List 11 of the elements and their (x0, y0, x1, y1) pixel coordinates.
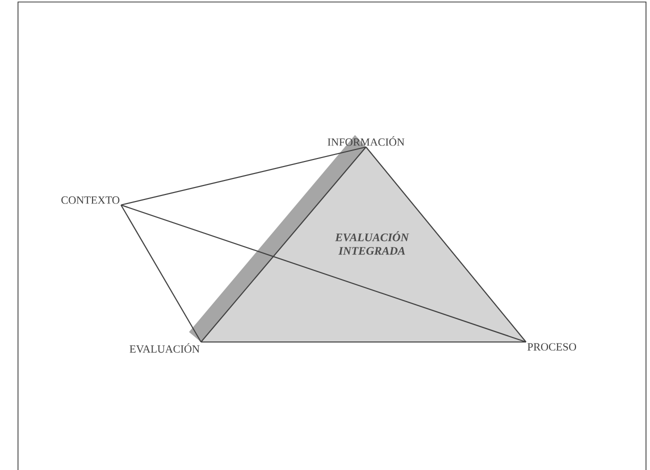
line (120, 204, 202, 342)
line (120, 146, 366, 206)
vertex-label: INFORMACIÓN (328, 136, 404, 146)
vertex-label: EVALUACIÓN (130, 343, 200, 353)
line (120, 204, 526, 343)
triangle-label: EVALUACIÓN INTEGRADA (335, 231, 410, 255)
vertex-label: PROCESO (528, 343, 576, 351)
vertex-label: CONTEXTO (61, 196, 120, 204)
line (200, 146, 366, 342)
line (201, 341, 526, 343)
line (366, 146, 526, 342)
